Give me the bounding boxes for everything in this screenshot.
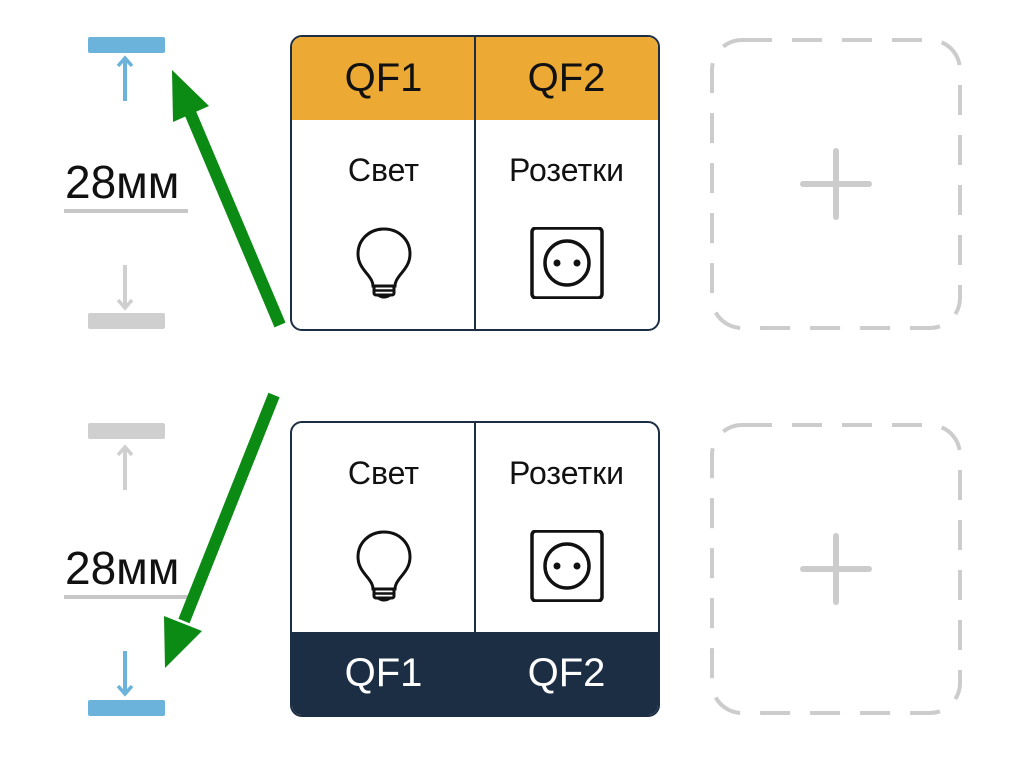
dimension-rule: [64, 209, 188, 213]
edge-marker-bottom: [88, 700, 165, 716]
lightbulb-icon: [355, 227, 412, 299]
circuit-label: Розетки: [509, 455, 624, 491]
column-divider: [474, 423, 476, 715]
circuit-light: Свет: [292, 423, 475, 632]
circuit-label: Розетки: [509, 152, 624, 188]
add-slot-button[interactable]: [710, 423, 962, 715]
breaker-label-card-header-bottom[interactable]: Свет Розетки QF1 QF2: [290, 421, 660, 717]
circuit-light: Свет: [292, 120, 475, 329]
socket-icon: [529, 530, 604, 602]
breaker-label-card-header-top[interactable]: QF1 QF2 Свет Розетки: [290, 35, 660, 331]
edge-marker-top: [88, 37, 165, 53]
arrow-up-icon: [116, 444, 134, 490]
column-divider: [474, 37, 476, 329]
circuit-label: Свет: [347, 455, 420, 491]
dimension-rule: [64, 595, 188, 599]
arrow-down-icon: [116, 265, 134, 311]
arrow-up-icon: [116, 55, 134, 101]
move-down-arrow-icon: [164, 392, 280, 668]
dimension-label: 28мм: [65, 542, 180, 594]
breaker-id-qf2: QF2: [527, 56, 606, 100]
breaker-id-qf1: QF1: [344, 651, 423, 695]
circuit-row: Свет Розетки: [292, 120, 658, 329]
breaker-id-qf2: QF2: [527, 651, 606, 695]
arrow-down-icon: [116, 651, 134, 697]
dimension-label: 28мм: [65, 156, 180, 208]
breaker-id-qf1: QF1: [344, 56, 423, 100]
add-slot-button[interactable]: [710, 38, 962, 330]
circuit-sockets: Розетки: [475, 120, 658, 329]
circuit-label: Свет: [347, 152, 420, 188]
circuit-row: Свет Розетки: [292, 423, 658, 632]
socket-icon: [529, 227, 604, 299]
edge-marker-top: [88, 423, 165, 439]
circuit-sockets: Розетки: [475, 423, 658, 632]
lightbulb-icon: [355, 530, 412, 602]
plus-icon: [800, 533, 872, 605]
edge-marker-bottom: [88, 313, 165, 329]
plus-icon: [800, 148, 872, 220]
